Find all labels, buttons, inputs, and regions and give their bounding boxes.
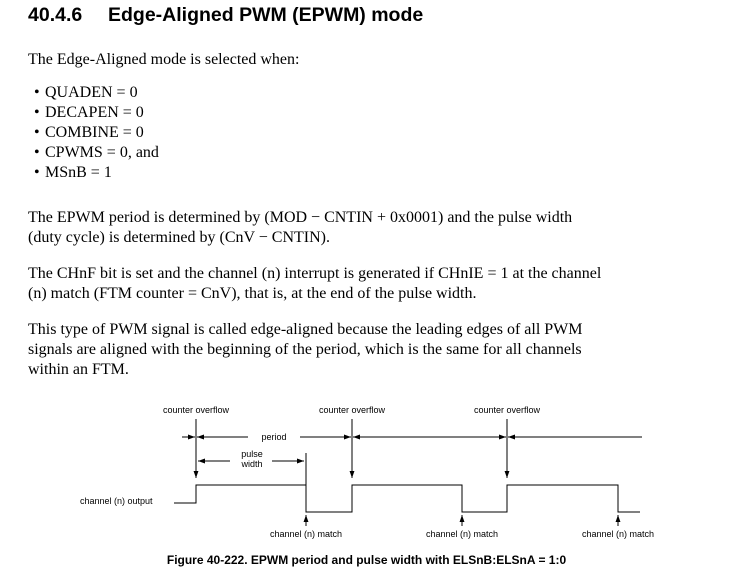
epwm-timing-diagram: counter overflow counter overflow counte… xyxy=(80,405,654,539)
edge-paragraph-line-1: This type of PWM signal is called edge-a… xyxy=(28,321,583,338)
interrupt-paragraph-line-1: The CHnF bit is set and the channel (n) … xyxy=(28,265,602,282)
section-title: Edge-Aligned PWM (EPWM) mode xyxy=(108,4,424,26)
overflow-label: counter overflow xyxy=(474,405,541,415)
pulse-width-label: pulse xyxy=(241,449,263,459)
condition-item: •COMBINE = 0 xyxy=(34,124,144,141)
condition-item: •DECAPEN = 0 xyxy=(34,104,144,121)
condition-item: •QUADEN = 0 xyxy=(34,84,138,101)
output-label: channel (n) output xyxy=(80,496,153,506)
period-paragraph-line-2: (duty cycle) is determined by (CnV − CNT… xyxy=(28,229,330,246)
period-paragraph-line-1: The EPWM period is determined by (MOD − … xyxy=(28,209,573,226)
match-label: channel (n) match xyxy=(582,529,654,539)
condition-item: •MSnB = 1 xyxy=(34,164,112,181)
intro-text: The Edge-Aligned mode is selected when: xyxy=(28,51,300,68)
edge-paragraph-line-3: within an FTM. xyxy=(28,361,129,378)
interrupt-paragraph-line-2: (n) match (FTM counter = CnV), that is, … xyxy=(28,285,477,302)
section-number: 40.4.6 xyxy=(28,4,83,26)
match-label: channel (n) match xyxy=(270,529,342,539)
overflow-label: counter overflow xyxy=(319,405,386,415)
overflow-label: counter overflow xyxy=(163,405,230,415)
match-label: channel (n) match xyxy=(426,529,498,539)
condition-item: •CPWMS = 0, and xyxy=(34,144,159,161)
channel-output-waveform xyxy=(174,484,640,513)
period-label: period xyxy=(261,432,286,442)
edge-paragraph-line-2: signals are aligned with the beginning o… xyxy=(28,341,582,358)
condition-list: •QUADEN = 0 •DECAPEN = 0 •COMBINE = 0 •C… xyxy=(34,83,159,183)
section-heading: 40.4.6 Edge-Aligned PWM (EPWM) mode xyxy=(28,4,423,27)
pulse-width-label: width xyxy=(240,459,262,469)
figure-caption: Figure 40-222. EPWM period and pulse wid… xyxy=(166,553,567,567)
